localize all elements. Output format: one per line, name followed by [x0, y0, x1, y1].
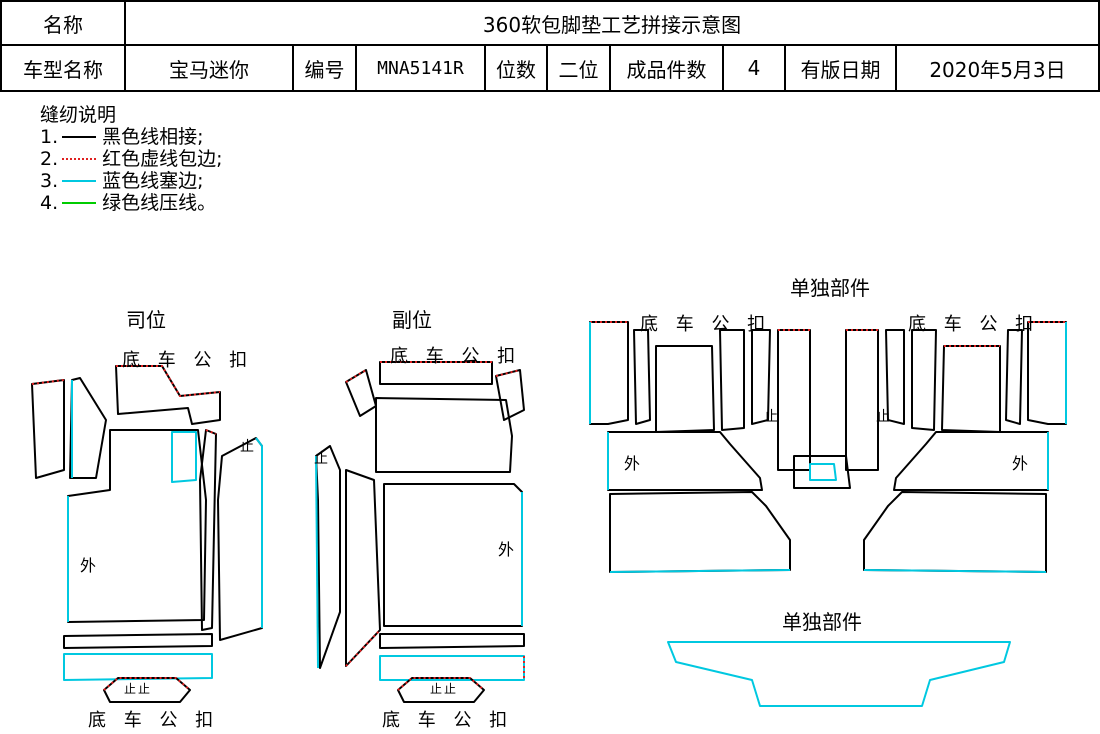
- model-label: 车型名称: [23, 57, 103, 82]
- stop-mark: 止: [764, 409, 778, 425]
- passenger-pieces: [315, 361, 525, 703]
- clip-label: 底 车 公 扣: [88, 710, 220, 731]
- passenger-left-strip: [315, 445, 341, 669]
- driver-side-strip: [69, 377, 107, 479]
- legend-text: 红色虚线包边;: [102, 148, 223, 170]
- driver-side-strip-left: [31, 379, 65, 479]
- green-line-swatch: [62, 202, 97, 204]
- passenger-front-strip: [379, 633, 525, 649]
- code-label: 编号: [304, 57, 345, 82]
- clip-label: 底 车 公 扣: [640, 314, 772, 335]
- driver-front-bar: [63, 653, 213, 681]
- rear-tunnel: [793, 455, 851, 489]
- rear-right-top: [941, 345, 1001, 433]
- pieces-value: 4: [747, 56, 761, 80]
- rear-left-top: [655, 345, 715, 433]
- passenger-front-bar: [379, 655, 525, 681]
- model-value: 宝马迷你: [169, 57, 249, 82]
- separate-parts-label-2: 单独部件: [782, 610, 862, 634]
- driver-door-panel: [217, 437, 263, 641]
- rear-left-panel: [751, 329, 771, 425]
- driver-clip-pad: [103, 677, 191, 703]
- stop-mark: 止: [430, 682, 443, 696]
- rear-long-bar: [667, 641, 1011, 707]
- rear-right-panel: [885, 329, 905, 425]
- outside-label: 外: [80, 556, 97, 575]
- date-value: 2020年5月3日: [929, 57, 1066, 82]
- pieces-label: 成品件数: [626, 57, 707, 82]
- driver-heel-pad: [171, 431, 197, 483]
- legend-text: 黑色线相接;: [102, 126, 204, 148]
- outside-label: 外: [1012, 454, 1029, 473]
- stop-mark: 止: [444, 682, 457, 696]
- code-value: MNA5141R: [377, 57, 464, 79]
- clip-label: 底 车 公 扣: [122, 350, 254, 371]
- legend-num: 1.: [40, 126, 59, 148]
- legend-text: 蓝色线塞边;: [102, 170, 204, 192]
- name-label: 名称: [43, 12, 83, 37]
- date-label: 有版日期: [800, 57, 881, 82]
- rear-right-lower-mat: [863, 491, 1047, 573]
- driver-pieces: [31, 365, 263, 703]
- cyan-line-swatch: [62, 180, 97, 182]
- driver-main-mat: [67, 429, 207, 623]
- stop-mark: 止: [138, 682, 151, 696]
- legend-text: 绿色线压线。: [102, 192, 217, 214]
- black-line-swatch: [62, 136, 97, 138]
- rear-left-lower-mat: [609, 491, 791, 573]
- passenger-upper-mat: [375, 397, 513, 473]
- rear-left-strip: [633, 329, 651, 425]
- rear-right-mid: [911, 329, 937, 431]
- passenger-section-label: 副位: [392, 308, 432, 332]
- clip-label: 底 车 公 扣: [382, 710, 514, 731]
- driver-front-strip: [63, 633, 213, 649]
- position-value: 二位: [558, 57, 599, 82]
- rear-center-top-right: [845, 329, 879, 471]
- legend-num: 4.: [40, 192, 59, 214]
- rear-right-flap: [1027, 321, 1067, 425]
- red-dotted-swatch: [62, 158, 97, 160]
- legend-item: 1. 黑色线相接;: [40, 126, 223, 148]
- rear-tunnel-inner: [809, 463, 837, 481]
- passenger-clip-pad: [397, 677, 485, 703]
- driver-side-panel: [199, 429, 217, 631]
- clip-label: 底 车 公 扣: [908, 314, 1040, 335]
- legend-num: 2.: [40, 148, 59, 170]
- outside-label: 外: [498, 540, 515, 559]
- stop-mark: 止: [124, 682, 137, 696]
- legend-item: 3. 蓝色线塞边;: [40, 170, 223, 192]
- rear-left-mid: [719, 329, 745, 431]
- clip-label: 底 车 公 扣: [390, 346, 522, 367]
- legend-item: 2. 红色虚线包边;: [40, 148, 223, 170]
- rear-pieces: [589, 321, 1067, 707]
- stop-mark: 止: [876, 409, 890, 425]
- position-label: 位数: [496, 57, 536, 82]
- outside-label: 外: [624, 454, 641, 473]
- passenger-side-bar: [345, 469, 381, 667]
- legend-item: 4. 绿色线压线。: [40, 192, 223, 214]
- separate-parts-label: 单独部件: [790, 276, 870, 300]
- driver-clip-piece: [115, 365, 221, 425]
- legend-num: 3.: [40, 170, 59, 192]
- sewing-legend: 缝纫说明 1. 黑色线相接; 2. 红色虚线包边; 3. 蓝色线塞边; 4. 绿…: [40, 104, 223, 214]
- diagram-title: 360软包脚垫工艺拼接示意图: [482, 12, 742, 37]
- driver-section-label: 司位: [126, 308, 166, 332]
- passenger-top-strip: [379, 361, 493, 385]
- passenger-corner-piece: [495, 369, 525, 421]
- legend-title: 缝纫说明: [40, 104, 117, 126]
- stop-mark: 止: [240, 439, 254, 455]
- rear-left-flap: [589, 321, 629, 425]
- stop-mark: 止: [314, 451, 328, 467]
- passenger-side-flap: [345, 369, 377, 417]
- rear-center-top: [777, 329, 811, 471]
- rear-right-strip: [1005, 329, 1023, 425]
